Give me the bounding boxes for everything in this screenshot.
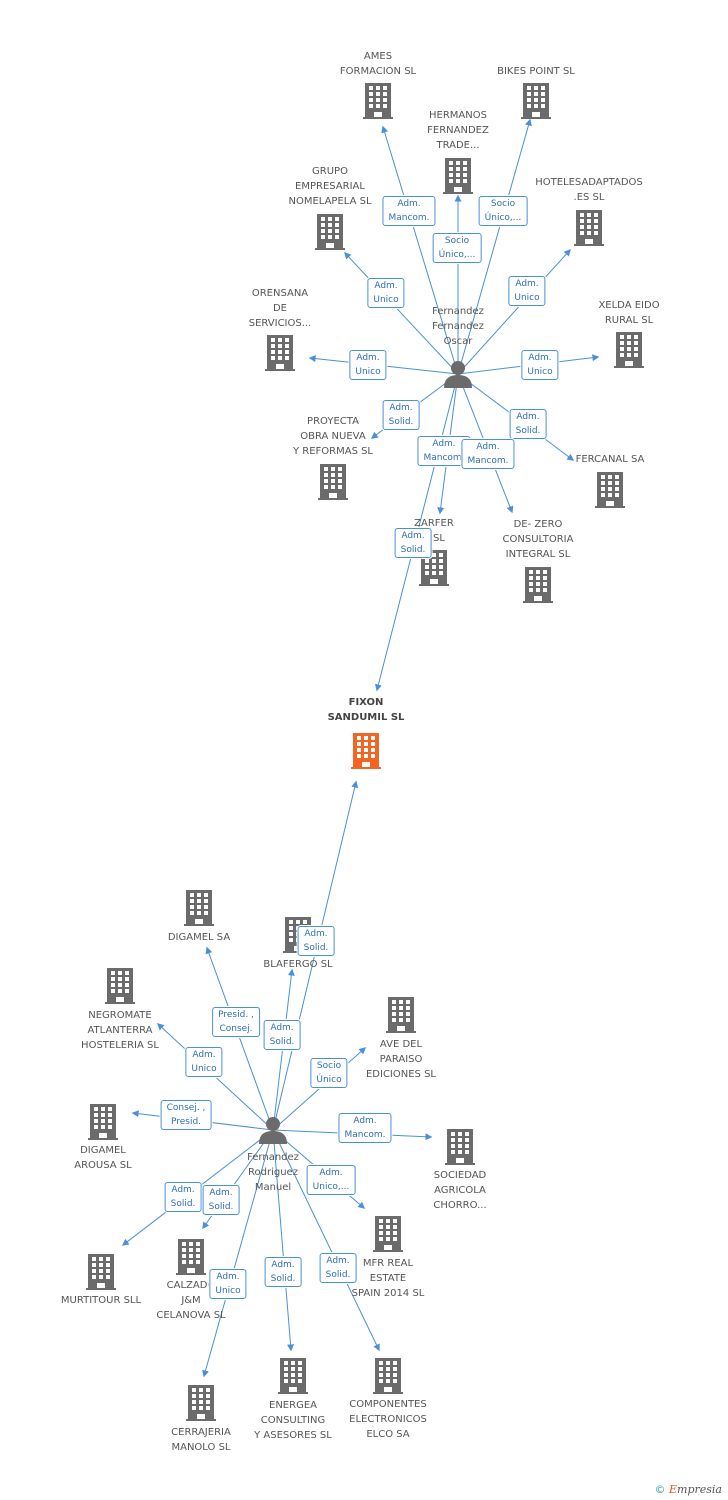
relation-edge-p1-ames bbox=[381, 125, 459, 375]
relation-badge-p2-cerrajeria[interactable]: Adm. Unico bbox=[209, 1269, 247, 1299]
company-label-dezero: DE- ZERO CONSULTORIA INTEGRAL SL bbox=[502, 519, 574, 560]
relation-badge-p1-proyecta[interactable]: Adm. Solid. bbox=[382, 400, 420, 430]
building-icon bbox=[373, 1358, 403, 1394]
building-icon bbox=[88, 1104, 118, 1140]
relation-edge-p2-focus bbox=[272, 780, 359, 1131]
company-label-hermanos: HERMANOS FERNANDEZ TRADE... bbox=[427, 110, 489, 151]
brand-logo-text: mpresia bbox=[677, 1483, 722, 1496]
relation-badge-p2-focus[interactable]: Adm. Solid. bbox=[297, 926, 335, 956]
company-label-blafergo: BLAFERGO SL bbox=[263, 959, 333, 970]
company-label-mfr: MFR REAL ESTATE SPAIN 2014 SL bbox=[351, 1258, 425, 1299]
focus-building-icon bbox=[351, 733, 381, 769]
relation-badge-p2-sociedad[interactable]: Adm. Mancom. bbox=[338, 1113, 392, 1143]
company-label-energea: ENERGEA CONSULTING Y ASESORES SL bbox=[254, 1400, 332, 1441]
company-label-fercanal: FERCANAL SA bbox=[575, 454, 645, 465]
relation-badge-p1-focus[interactable]: Adm. Solid. bbox=[394, 528, 432, 558]
relation-badge-p1-xelda[interactable]: Adm. Unico bbox=[521, 350, 559, 380]
building-icon bbox=[574, 210, 604, 246]
relation-badge-p1-ames[interactable]: Adm. Mancom. bbox=[382, 196, 436, 226]
relation-edge-p1-bikes bbox=[457, 118, 532, 375]
relation-badge-p2-negromate[interactable]: Adm. Unico bbox=[185, 1047, 223, 1077]
relation-edge-p2-cerrajeria bbox=[202, 1129, 274, 1378]
relation-edge-p1-grupo bbox=[344, 251, 459, 375]
company-label-sociedad: SOCIEDAD AGRICOLA CHORRO... bbox=[433, 1170, 487, 1211]
relation-badge-p2-digamelarousa[interactable]: Consej. , Presid. bbox=[160, 1100, 212, 1130]
company-label-xelda: XELDA EIDO RURAL SL bbox=[598, 300, 660, 326]
relation-badge-p1-dezero[interactable]: Adm. Mancom. bbox=[461, 439, 515, 469]
person-icon bbox=[259, 1117, 287, 1144]
building-icon bbox=[278, 1358, 308, 1394]
brand-footer: © Empresia bbox=[655, 1483, 723, 1496]
building-icon bbox=[363, 83, 393, 119]
relation-badge-p2-ave[interactable]: Socio Único bbox=[310, 1058, 348, 1088]
company-label-digamelarousa: DIGAMEL AROUSA SL bbox=[74, 1145, 132, 1171]
building-icon bbox=[419, 550, 449, 586]
building-icon bbox=[176, 1239, 206, 1275]
company-label-componentes: COMPONENTES ELECTRONICOS ELCO SA bbox=[349, 1399, 427, 1440]
company-label-ames: AMES FORMACION SL bbox=[339, 51, 417, 77]
relation-edge-p2-blafergo bbox=[272, 968, 295, 1131]
relation-edge-p2-ave bbox=[272, 1047, 367, 1131]
company-label-cerrajeria: CERRAJERIA MANOLO SL bbox=[171, 1427, 231, 1453]
building-icon bbox=[315, 214, 345, 250]
company-label-proyecta: PROYECTA OBRA NUEVA Y REFORMAS SL bbox=[292, 416, 374, 457]
relation-edge-p2-energea bbox=[272, 1129, 295, 1352]
company-label-bikes: BIKES POINT SL bbox=[497, 66, 575, 77]
building-icon bbox=[373, 1216, 403, 1252]
relation-badge-p2-componentes[interactable]: Adm. Solid. bbox=[319, 1253, 357, 1283]
person-icon bbox=[444, 361, 472, 388]
company-label-calzados: CALZADO J&M CELANOVA SL bbox=[156, 1280, 226, 1321]
building-icon bbox=[614, 332, 644, 368]
relation-badge-p2-digamel[interactable]: Presid. , Consej. bbox=[212, 1007, 260, 1037]
company-label-ave: AVE DEL PARAISO EDICIONES SL bbox=[365, 1039, 436, 1080]
relation-edge-p2-componentes bbox=[272, 1129, 380, 1352]
building-icon bbox=[595, 472, 625, 508]
copyright-icon: © bbox=[654, 1483, 666, 1496]
relation-badge-p2-mfr[interactable]: Adm. Unico,... bbox=[306, 1165, 356, 1195]
company-label-digamel: DIGAMEL SA bbox=[167, 932, 231, 943]
relation-badge-p1-fercanal[interactable]: Adm. Solid. bbox=[509, 409, 547, 439]
person-label-p2: Fernandez Rodriguez Manuel bbox=[247, 1152, 299, 1193]
building-icon bbox=[445, 1129, 475, 1165]
building-icon bbox=[105, 968, 135, 1004]
focus-company-label: FIXON SANDUMIL SL bbox=[327, 697, 405, 723]
relation-badge-p1-hermanos[interactable]: Socio Único,... bbox=[432, 233, 482, 263]
person-label-p1: Fernandez Fernandez Oscar bbox=[432, 306, 484, 347]
relation-badge-p1-hotel[interactable]: Adm. Unico bbox=[508, 276, 546, 306]
brand-logo-initial: E bbox=[669, 1483, 678, 1496]
relation-badge-p2-calzados[interactable]: Adm. Solid. bbox=[202, 1185, 240, 1215]
relation-edge-p1-hotel bbox=[457, 248, 571, 375]
relation-edge-p2-negromate bbox=[156, 1023, 274, 1131]
company-label-hotel: HOTELESADAPTADOS .ES SL bbox=[535, 177, 643, 203]
building-icon bbox=[318, 464, 348, 500]
building-icon bbox=[86, 1254, 116, 1290]
relation-badge-p1-grupo[interactable]: Adm. Unico bbox=[367, 278, 405, 308]
building-icon bbox=[443, 158, 473, 194]
company-label-murtitour: MURTITOUR SLL bbox=[60, 1295, 142, 1306]
building-icon bbox=[265, 335, 295, 371]
company-label-negromate: NEGROMATE ATLANTERRA HOSTELERIA SL bbox=[81, 1010, 159, 1051]
company-label-grupo: GRUPO EMPRESARIAL NOMELAPELA SL bbox=[288, 166, 372, 207]
relation-badge-p2-energea[interactable]: Adm. Solid. bbox=[264, 1257, 302, 1287]
relation-badge-p2-blafergo[interactable]: Adm. Solid. bbox=[263, 1020, 301, 1050]
company-label-orensana: ORENSANA DE SERVICIOS... bbox=[248, 288, 312, 329]
building-icon bbox=[186, 1385, 216, 1421]
relation-badge-p1-orensana[interactable]: Adm. Unico bbox=[349, 350, 387, 380]
building-icon bbox=[521, 83, 551, 119]
relation-badge-p2-murtitour[interactable]: Adm. Solid. bbox=[164, 1182, 202, 1212]
relation-edge-p2-digamel bbox=[205, 946, 274, 1131]
relation-badge-p1-bikes[interactable]: Socio Único,... bbox=[478, 196, 528, 226]
building-icon bbox=[184, 890, 214, 926]
building-icon bbox=[386, 997, 416, 1033]
building-icon bbox=[523, 567, 553, 603]
